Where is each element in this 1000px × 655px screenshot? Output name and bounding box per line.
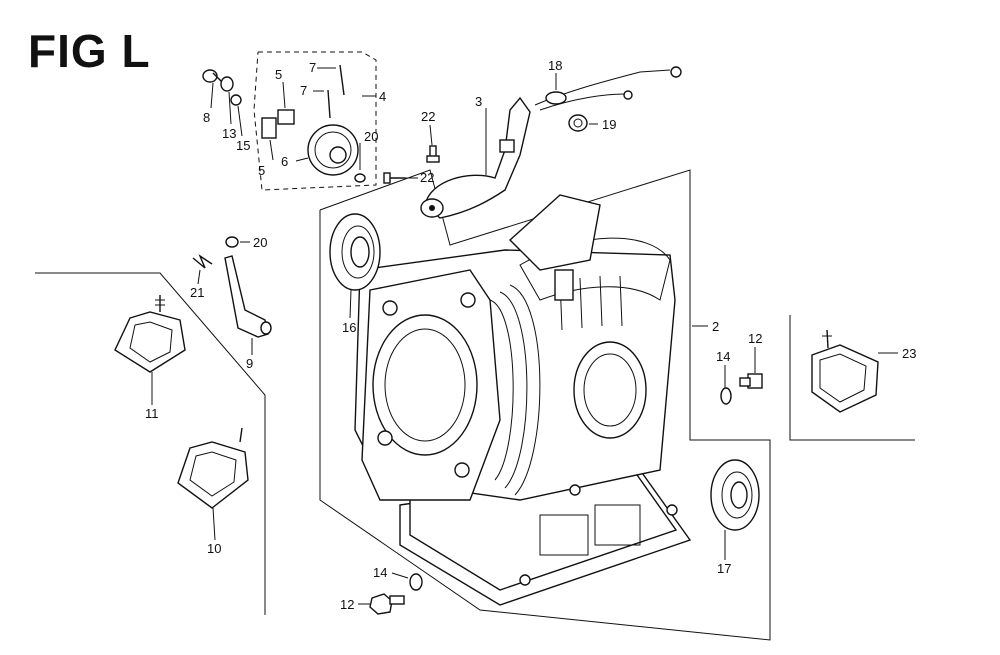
callout-3: 3 <box>475 94 482 109</box>
callout-21: 21 <box>190 285 204 300</box>
callout-11: 11 <box>145 406 159 421</box>
governor-arm-9 <box>224 255 272 338</box>
callout-12-bottom: 12 <box>340 597 354 612</box>
callout-20-upper: 20 <box>364 129 378 144</box>
drain-bolt-12-bottom <box>369 593 405 615</box>
callout-5-lower: 5 <box>258 163 265 178</box>
washer-14-bottom <box>409 573 423 591</box>
callout-12-right: 12 <box>748 331 762 346</box>
callout-7-upper: 7 <box>309 60 316 75</box>
engine-mount-10 <box>177 427 249 509</box>
callout-6: 6 <box>281 154 288 169</box>
breather-tube-3 <box>420 96 531 219</box>
callout-22-upper: 22 <box>421 109 435 124</box>
callout-10: 10 <box>207 541 221 556</box>
drain-bolt-12-right <box>739 373 763 389</box>
bolt-22-upper <box>426 145 440 163</box>
engine-mount-11 <box>114 295 186 373</box>
callout-16: 16 <box>342 320 356 335</box>
washer-20-lower <box>225 236 239 248</box>
callout-4: 4 <box>379 89 386 104</box>
callout-18: 18 <box>548 58 562 73</box>
callout-5-upper: 5 <box>275 67 282 82</box>
washer-20-upper <box>354 173 366 183</box>
callout-2: 2 <box>712 319 719 334</box>
callout-17: 17 <box>717 561 731 576</box>
pins-7 <box>327 64 345 119</box>
crankcase <box>354 194 692 606</box>
callout-15: 15 <box>236 138 250 153</box>
governor-gear-6 <box>307 124 359 176</box>
callout-22-lower: 22 <box>420 170 434 185</box>
callout-9: 9 <box>246 356 253 371</box>
pin-21 <box>192 254 213 269</box>
washer-14-right <box>720 387 732 405</box>
callout-14-bottom: 14 <box>373 565 387 580</box>
washer-13 <box>220 76 234 92</box>
callout-23: 23 <box>902 346 916 361</box>
callout-20-lower: 20 <box>253 235 267 250</box>
oil-seal-16 <box>329 213 381 291</box>
figure-title: FIG L <box>28 25 151 77</box>
callout-14-right: 14 <box>716 349 730 364</box>
governor-shaft-8 <box>202 69 223 83</box>
wire-harness-18 <box>534 66 682 111</box>
callout-13: 13 <box>222 126 236 141</box>
callout-19: 19 <box>602 117 616 132</box>
governor-weights-5 <box>261 109 295 139</box>
grommet-19 <box>568 114 588 132</box>
clip-15 <box>230 94 242 106</box>
engine-mount-23 <box>811 329 879 413</box>
leader-lines <box>151 67 898 605</box>
callout-labels: 2 3 4 5 5 6 7 7 8 9 10 11 12 12 13 14 14… <box>145 58 916 612</box>
oil-seal-17 <box>710 459 760 531</box>
callout-7-lower: 7 <box>300 83 307 98</box>
callout-8: 8 <box>203 110 210 125</box>
